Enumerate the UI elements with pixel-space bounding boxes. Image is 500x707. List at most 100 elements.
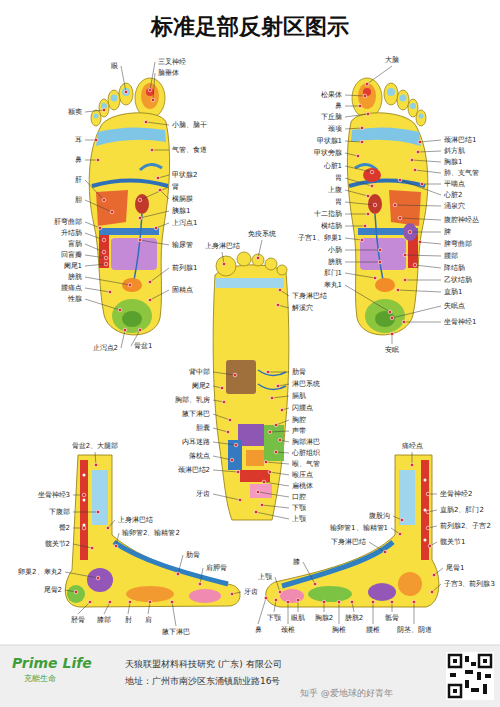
leader-line bbox=[422, 184, 441, 185]
zone-dot bbox=[398, 216, 402, 220]
reflex-zone-label: 膈肌 bbox=[292, 392, 306, 400]
reflex-zone-label: 肩胛骨 bbox=[206, 564, 227, 572]
zone-dot bbox=[264, 596, 268, 600]
leader-line bbox=[213, 494, 240, 500]
zone-dot bbox=[370, 184, 374, 188]
zone-dot bbox=[118, 308, 122, 312]
leader-line bbox=[395, 205, 441, 206]
reflex-zone-label: 腋下淋巴 bbox=[182, 410, 210, 418]
leader-line bbox=[172, 602, 176, 626]
zone-dot bbox=[400, 518, 404, 522]
qr-code bbox=[477, 672, 481, 680]
reflex-zone-label: 输尿管 bbox=[172, 241, 193, 249]
reflex-zone-label: 胸部、乳房 bbox=[175, 396, 210, 404]
zone-dot bbox=[432, 573, 436, 577]
reflex-zone-label: 喉压点 bbox=[292, 471, 313, 479]
leader-line bbox=[264, 482, 289, 486]
qr-code bbox=[453, 659, 457, 663]
zone-dot bbox=[388, 310, 392, 314]
zone-dot bbox=[412, 600, 416, 604]
zone-dot bbox=[220, 386, 224, 390]
zone-dot bbox=[151, 98, 155, 102]
reflex-zone-label: 胸腺1 bbox=[444, 158, 462, 166]
reflex-zone-label: 卵巢2、睾丸2 bbox=[18, 568, 62, 576]
reflex-zone-label: 平喘点 bbox=[444, 180, 465, 188]
foot-outer-side bbox=[424, 509, 427, 512]
zone-dot bbox=[393, 203, 397, 207]
zone-dot bbox=[360, 126, 364, 130]
leader-line bbox=[400, 218, 441, 220]
reflex-zone-label: 声带 bbox=[292, 427, 306, 435]
leader-line bbox=[345, 166, 372, 172]
leader-line bbox=[200, 568, 203, 584]
zone-dot bbox=[90, 546, 94, 550]
reflex-zone-label: 腰痛点 bbox=[61, 284, 82, 292]
leader-line bbox=[256, 512, 289, 519]
reflex-zone-label: 颈项 bbox=[328, 125, 342, 133]
zone-dot bbox=[124, 90, 128, 94]
zone-dot bbox=[254, 510, 258, 514]
reflex-zone-label: 肺、支气管 bbox=[444, 169, 479, 177]
reflex-zone-label: 斜方肌 bbox=[444, 147, 465, 155]
qr-code bbox=[479, 655, 491, 667]
leader-line bbox=[345, 250, 380, 251]
leader-line bbox=[415, 265, 441, 268]
reflex-zone-label: 小脑、脑干 bbox=[172, 121, 207, 129]
zone-dot bbox=[426, 492, 430, 496]
foot-inner-side bbox=[80, 460, 88, 560]
zone-dot bbox=[104, 262, 108, 266]
leader-line bbox=[178, 555, 183, 574]
reflex-zone-label: 上身淋巴结 bbox=[205, 242, 240, 250]
leader-line bbox=[121, 330, 125, 348]
leader-line bbox=[85, 277, 130, 285]
zone-dot bbox=[123, 328, 127, 332]
zone-dot bbox=[365, 82, 369, 86]
leader-line bbox=[405, 255, 441, 256]
reflex-zone-label: 心脏1 bbox=[324, 162, 342, 170]
leader-line bbox=[373, 602, 374, 624]
leader-line bbox=[339, 602, 340, 624]
zone-dot bbox=[390, 316, 394, 320]
zone-dot bbox=[413, 263, 417, 267]
foot-inner-side bbox=[126, 586, 174, 602]
qr-code bbox=[465, 680, 469, 688]
reflex-zone-label: 眼 bbox=[111, 62, 118, 70]
zone-dot bbox=[110, 210, 114, 214]
leader-line bbox=[213, 372, 235, 375]
reflex-zone-label: 肝弯曲部 bbox=[54, 218, 82, 226]
reflex-zone-label: 下颚 bbox=[292, 504, 306, 512]
reflex-zone-label: 胸椎 bbox=[332, 626, 346, 634]
reflex-zone-label: 免疫系统 bbox=[248, 230, 276, 238]
qr-code bbox=[450, 673, 456, 677]
zone-dot bbox=[226, 430, 230, 434]
reflex-zone-label: 直肠2、肛门2 bbox=[440, 506, 484, 514]
zone-dot bbox=[337, 600, 341, 604]
leader-line bbox=[150, 268, 169, 282]
zone-dot bbox=[274, 423, 278, 427]
zone-dot bbox=[96, 158, 100, 162]
reflex-zone-label: 腋下淋巴 bbox=[162, 628, 190, 636]
reflex-zone-label: 气管、食道 bbox=[172, 146, 207, 154]
leader-line bbox=[345, 238, 362, 240]
zone-dot bbox=[94, 463, 98, 467]
zone-dot bbox=[373, 203, 377, 207]
reflex-zone-label: 上腹 bbox=[328, 186, 342, 194]
zone-dot bbox=[256, 256, 260, 260]
leader-line bbox=[400, 180, 441, 195]
leader-line bbox=[275, 577, 280, 592]
qr-code bbox=[485, 674, 491, 678]
reflex-zone-label: 直肠1 bbox=[444, 288, 462, 296]
reflex-zone-label: 心脏组织 bbox=[292, 449, 320, 457]
leader-line bbox=[303, 562, 315, 584]
reflex-zone-label: 松果体 bbox=[321, 91, 342, 99]
leader-line bbox=[262, 505, 289, 508]
zone-dot bbox=[410, 463, 414, 467]
foot-inner-side bbox=[83, 499, 86, 502]
leader-line bbox=[73, 544, 92, 548]
zone-dot bbox=[144, 120, 148, 124]
zone-dot bbox=[420, 182, 424, 186]
reflex-zone-label: 输卵管2、输精管2 bbox=[122, 529, 180, 537]
leader-line bbox=[140, 240, 169, 245]
zone-dot bbox=[102, 108, 106, 112]
footer-band bbox=[0, 645, 500, 707]
